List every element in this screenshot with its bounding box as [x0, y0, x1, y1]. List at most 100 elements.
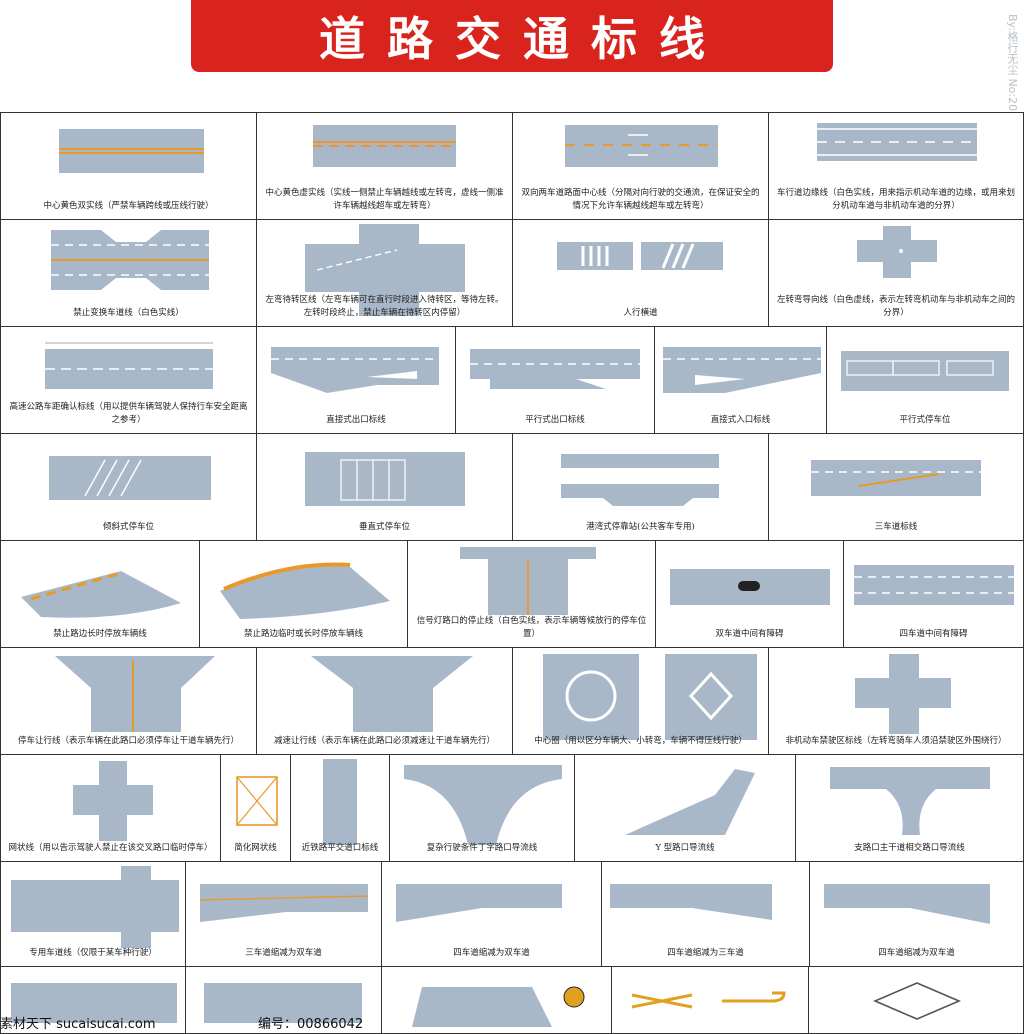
caption: 平行式出口标线 — [525, 415, 585, 425]
caption: 四车道中间有障碍 — [899, 629, 968, 639]
diagram — [817, 123, 977, 161]
diagram — [220, 562, 390, 619]
caption: 高速公路车距确认标线（用以提供车辆驾驶人保持行车安全距离之参考） — [9, 402, 248, 425]
cell-three-to-two-a: 三车道缩减为双车道 — [185, 861, 382, 967]
cell-direct-entrance: 直接式入口标线 — [654, 326, 827, 434]
diagram — [59, 129, 204, 173]
title-banner: 道路交通标线 — [191, 0, 833, 72]
caption: 减速让行线（表示车辆在此路口必须减速让干道车辆先行） — [273, 736, 495, 746]
cell-center-circle: 中心圈（用以区分车辆大、小转弯，车辆不得压线行驶） — [512, 647, 769, 755]
cell-four-to-two-a: 四车道缩减为双车道 — [381, 861, 602, 967]
diagram — [557, 242, 723, 270]
caption: 四车道缩减为双车道 — [878, 948, 955, 958]
cell-left-turn-waiting: 左弯待转区线（左弯车辆可在直行时段进入待转区，等待左转。左转时段终止，禁止车辆在… — [256, 219, 513, 327]
diagram — [73, 761, 153, 841]
cell-railway-crossing: 近铁路平交道口标线 — [290, 754, 390, 862]
row-9 — [0, 966, 1024, 1034]
cell-no-long-parking: 禁止路边长时停放车辆线 — [0, 540, 200, 648]
caption: 中心黄色虚实线（实线一侧禁止车辆越线或左转弯，虚线一侧准许车辆越线超车或左转弯） — [265, 188, 504, 211]
caption: 三车道缩减为双车道 — [245, 948, 322, 958]
cell-parallel-exit: 平行式出口标线 — [455, 326, 655, 434]
diagram — [236, 776, 278, 826]
cell-two-lane-centerline: 双向两车道路面中心线（分隔对向行驶的交通流，在保证安全的情况下允许车辆越线超车或… — [512, 112, 769, 220]
diagram — [412, 986, 585, 1027]
diagram — [305, 224, 465, 316]
cell-four-lane-obstacle: 四车道中间有障碍 — [843, 540, 1024, 648]
bottom-id: 编号：00866042 — [258, 1017, 364, 1032]
cell-grid-marking: 网状线（用以告示驾驶人禁止在该交叉路口临时停车） — [0, 754, 221, 862]
cell-slow-yield: 减速让行线（表示车辆在此路口必须减速让干道车辆先行） — [256, 647, 513, 755]
caption: 四车道缩减为双车道 — [453, 948, 530, 958]
cell-perpendicular-parking: 垂直式停车位 — [256, 433, 513, 541]
cell-angle-parking: 倾斜式停车位 — [0, 433, 257, 541]
row-5: 禁止路边长时停放车辆线 禁止路边临时或长时停放车辆线 信号灯路口的停止线（白色实… — [0, 540, 1024, 648]
diagram — [55, 656, 215, 732]
diagram — [610, 884, 772, 920]
caption: 直接式出口标线 — [326, 415, 386, 425]
caption: 复杂行驶条件丁字路口导流线 — [426, 843, 538, 853]
caption: 人行横道 — [623, 308, 658, 318]
cell-lane-edge-line: 车行道边缘线（白色实线，用来指示机动车道的边缘，或用来划分机动车道与非机动车道的… — [768, 112, 1024, 220]
diagram — [663, 347, 821, 393]
caption: 禁止路边临时或长时停放车辆线 — [243, 629, 363, 639]
diagram — [11, 983, 177, 1023]
row-3: 高速公路车距确认标线（用以提供车辆驾驶人保持行车安全距离之参考） 直接式出口标线… — [0, 326, 1024, 434]
diagram — [49, 456, 211, 500]
cell-y-junction: Y 型路口导流线 — [574, 754, 796, 862]
cell-parallel-parking: 平行式停车位 — [826, 326, 1024, 434]
cell-highway-distance: 高速公路车距确认标线（用以提供车辆驾驶人保持行车安全距离之参考） — [0, 326, 257, 434]
caption: 停车让行线（表示车辆在此路口必须停车让干道车辆先行） — [17, 736, 239, 746]
cell-complex-t-junction: 复杂行驶条件丁字路口导流线 — [389, 754, 575, 862]
cell-center-yellow-double: 中心黄色双实线（严禁车辆跨线或压线行驶） — [0, 112, 257, 220]
diagram — [824, 884, 990, 924]
diagram — [51, 230, 209, 290]
caption: 信号灯路口的停止线（白色实线，表示车辆等候放行的停车位置） — [416, 616, 647, 639]
diagram — [396, 884, 562, 922]
diagram — [460, 547, 596, 615]
caption: 中心圈（用以区分车辆大、小转弯，车辆不得压线行驶） — [534, 736, 747, 746]
cell-center-yellow-dashed-solid: 中心黄色虚实线（实线一侧禁止车辆越线或左转弯，虚线一侧准许车辆越线超车或左转弯） — [256, 112, 513, 220]
caption: 近铁路平交道口标线 — [301, 843, 379, 853]
cell-no-lane-change: 禁止变换车道线（白色实线） — [0, 219, 257, 327]
diagram — [872, 982, 962, 1020]
diagram — [323, 759, 357, 845]
cell-four-to-three: 四车道缩减为三车道 — [601, 861, 810, 967]
cell-dedicated-lane: 专用车道线（仅限于某车种行驶） — [0, 861, 186, 967]
caption: 左弯待转区线（左弯车辆可在直行时段进入待转区，等待左转。左转时段终止，禁止车辆在… — [265, 295, 504, 318]
diagram — [561, 454, 719, 506]
caption: Y 型路口导流线 — [655, 843, 715, 853]
cell-branch-main-junction: 支路口主干道相交路口导流线 — [795, 754, 1024, 862]
diagram — [631, 991, 786, 1009]
diagram — [841, 351, 1009, 391]
row-2: 禁止变换车道线（白色实线） 左弯待转区线（左弯车辆可在直行时段进入待转区，等待左… — [0, 219, 1024, 327]
cell-simplified-grid: 简化网状线 — [220, 754, 291, 862]
cell-direct-exit: 直接式出口标线 — [256, 326, 456, 434]
cell-left-turn-guide: 左转弯导向线（白色虚线，表示左转弯机动车与非机动车之间的分界） — [768, 219, 1024, 327]
diagram — [857, 226, 937, 278]
cell-row9-1 — [0, 966, 186, 1034]
diagram — [311, 656, 473, 732]
diagram — [21, 571, 181, 618]
caption: 禁止变换车道线（白色实线） — [73, 308, 184, 318]
cell-non-motor-forbidden: 非机动车禁驶区标线（左转弯骑车人须沿禁驶区外围绕行） — [768, 647, 1024, 755]
caption: 网状线（用以告示驾驶人禁止在该交叉路口临时停车） — [8, 843, 213, 853]
diagram — [45, 342, 213, 389]
diagram — [854, 565, 1014, 605]
caption: 左转弯导向线（白色虚线，表示左转弯机动车与非机动车之间的分界） — [776, 295, 1015, 318]
cell-bus-bay: 港湾式停靠站(公共客车专用) — [512, 433, 769, 541]
cell-row9-2 — [185, 966, 382, 1034]
diagram — [670, 569, 830, 605]
cell-signal-stop-line: 信号灯路口的停止线（白色实线，表示车辆等候放行的停车位置） — [407, 540, 656, 648]
cell-crosswalk: 人行横道 — [512, 219, 769, 327]
caption: 倾斜式停车位 — [102, 522, 154, 532]
diagram — [199, 884, 369, 922]
diagram — [404, 765, 562, 845]
caption: 垂直式停车位 — [358, 522, 410, 532]
caption: 车行道边缘线（白色实线，用来指示机动车道的边缘，或用来划分机动车道与非机动车道的… — [776, 188, 1015, 211]
caption: 三车道标线 — [874, 522, 918, 532]
cell-stop-yield: 停车让行线（表示车辆在此路口必须停车让干道车辆先行） — [0, 647, 257, 755]
row-6: 停车让行线（表示车辆在此路口必须停车让干道车辆先行） 减速让行线（表示车辆在此路… — [0, 647, 1024, 755]
cell-three-lane: 三车道标线 — [768, 433, 1024, 541]
caption: 四车道缩减为三车道 — [667, 948, 744, 958]
cell-row9-4 — [611, 966, 809, 1034]
